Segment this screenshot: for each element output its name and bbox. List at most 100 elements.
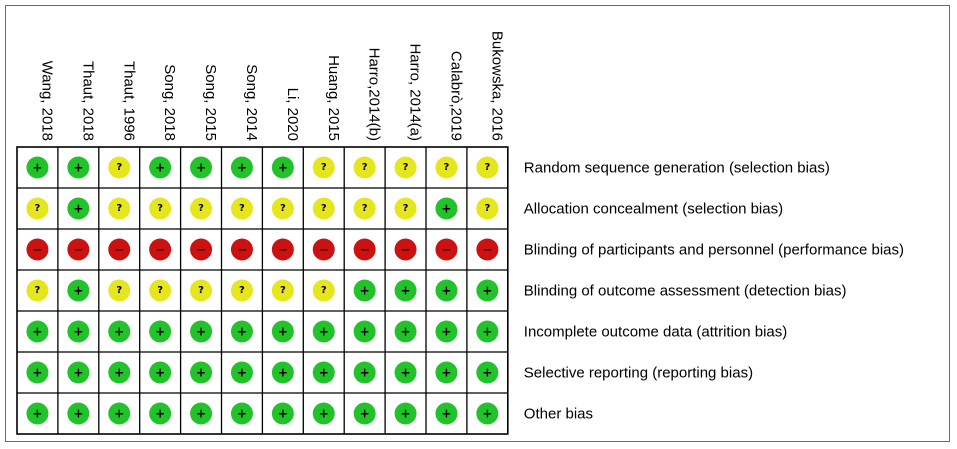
domain-label: Blinding of participants and personnel (…: [524, 242, 904, 259]
judgement-symbol: +: [278, 161, 288, 175]
judgement-circle: [149, 238, 172, 261]
judgement-symbol: +: [441, 407, 451, 421]
judgement-mark-unclear: ?: [353, 156, 376, 179]
judgement-symbol: +: [319, 407, 329, 421]
judgement-symbol: ?: [157, 203, 163, 214]
judgement-circle: [476, 361, 499, 384]
judgement-symbol: +: [401, 407, 411, 421]
judgement-mark-unclear: ?: [312, 156, 335, 179]
judgement-symbol: +: [401, 366, 411, 380]
judgement-circle: [67, 279, 90, 302]
judgement-mark-unclear: ?: [353, 197, 376, 220]
judgement-mark-unclear: ?: [476, 156, 499, 179]
judgement-mark-low: +: [26, 402, 49, 425]
judgement-symbol: ?: [484, 203, 490, 214]
judgement-mark-unclear: ?: [108, 156, 131, 179]
domain-labels: Random sequence generation (selection bi…: [524, 160, 904, 423]
judgement-symbol: −: [278, 243, 288, 257]
judgement-circle: [26, 279, 49, 302]
judgement-circle: [312, 279, 335, 302]
judgement-mark-high: −: [353, 238, 376, 261]
judgement-circle: [312, 197, 335, 220]
judgement-symbol: −: [401, 243, 411, 257]
judgement-circle: [230, 197, 253, 220]
judgement-mark-unclear: ?: [394, 156, 417, 179]
judgement-circle: [190, 361, 213, 384]
judgement-circle: [190, 320, 213, 343]
judgement-symbol: +: [319, 366, 329, 380]
judgement-mark-unclear: ?: [149, 197, 172, 220]
judgement-mark-low: +: [108, 361, 131, 384]
judgement-symbol: ?: [157, 285, 163, 296]
judgement-mark-low: +: [435, 361, 458, 384]
judgement-mark-low: +: [149, 156, 172, 179]
judgement-circle: [312, 156, 335, 179]
study-label: Thaut, 1996: [120, 61, 137, 141]
judgement-circle: [67, 320, 90, 343]
judgement-symbol: ?: [403, 203, 409, 214]
judgement-mark-high: −: [476, 238, 499, 261]
judgement-circle: [230, 320, 253, 343]
judgement-mark-unclear: ?: [271, 279, 294, 302]
judgement-symbol: +: [360, 366, 370, 380]
judgement-symbol: +: [32, 407, 42, 421]
judgement-mark-high: −: [149, 238, 172, 261]
judgement-mark-unclear: ?: [394, 197, 417, 220]
judgement-mark-low: +: [476, 402, 499, 425]
judgement-mark-low: +: [476, 279, 499, 302]
judgement-circle: [353, 238, 376, 261]
judgement-circle: [108, 402, 131, 425]
judgement-symbol: +: [73, 366, 83, 380]
judgement-symbol: ?: [403, 162, 409, 173]
judgement-circle: [149, 156, 172, 179]
judgement-symbol: −: [237, 243, 247, 257]
judgement-symbol: +: [237, 161, 247, 175]
judgement-circle: [190, 238, 213, 261]
figure-frame: [5, 5, 950, 442]
judgement-symbol: ?: [239, 285, 245, 296]
judgement-mark-unclear: ?: [108, 279, 131, 302]
judgement-mark-low: +: [476, 320, 499, 343]
judgement-mark-unclear: ?: [26, 197, 49, 220]
study-label: Harro,2014(b): [366, 48, 383, 141]
judgement-mark-high: −: [190, 238, 213, 261]
judgement-mark-unclear: ?: [26, 279, 49, 302]
judgement-mark-high: −: [271, 238, 294, 261]
judgement-circle: [271, 156, 294, 179]
judgement-mark-unclear: ?: [476, 197, 499, 220]
judgement-circle: [230, 279, 253, 302]
judgement-mark-low: +: [312, 402, 335, 425]
judgement-symbol: ?: [198, 285, 204, 296]
judgement-circle: [353, 320, 376, 343]
judgement-mark-high: −: [230, 238, 253, 261]
judgement-circle: [67, 197, 90, 220]
judgement-mark-low: +: [67, 402, 90, 425]
study-label: Harro, 2014(a): [407, 43, 424, 141]
judgement-mark-low: +: [353, 361, 376, 384]
judgement-mark-low: +: [230, 402, 253, 425]
judgement-circle: [230, 238, 253, 261]
judgement-mark-low: +: [394, 320, 417, 343]
judgement-symbol: +: [196, 161, 206, 175]
judgement-mark-high: −: [26, 238, 49, 261]
judgement-mark-unclear: ?: [271, 197, 294, 220]
judgement-circle: [312, 402, 335, 425]
judgement-symbol: ?: [116, 162, 122, 173]
judgement-circle: [190, 402, 213, 425]
judgement-circle: [149, 402, 172, 425]
judgement-mark-low: +: [108, 402, 131, 425]
judgement-mark-low: +: [67, 197, 90, 220]
judgement-symbol: ?: [239, 203, 245, 214]
judgement-symbol: −: [441, 243, 451, 257]
judgement-symbol: ?: [362, 203, 368, 214]
judgement-symbol: +: [401, 284, 411, 298]
judgement-mark-low: +: [67, 156, 90, 179]
judgement-symbol: +: [73, 325, 83, 339]
study-label: Song, 2018: [161, 64, 178, 141]
judgement-circle: [230, 402, 253, 425]
judgement-circle: [394, 279, 417, 302]
judgement-symbol: +: [360, 284, 370, 298]
judgement-symbol: +: [278, 325, 288, 339]
judgement-circle: [108, 320, 131, 343]
judgement-circle: [26, 197, 49, 220]
